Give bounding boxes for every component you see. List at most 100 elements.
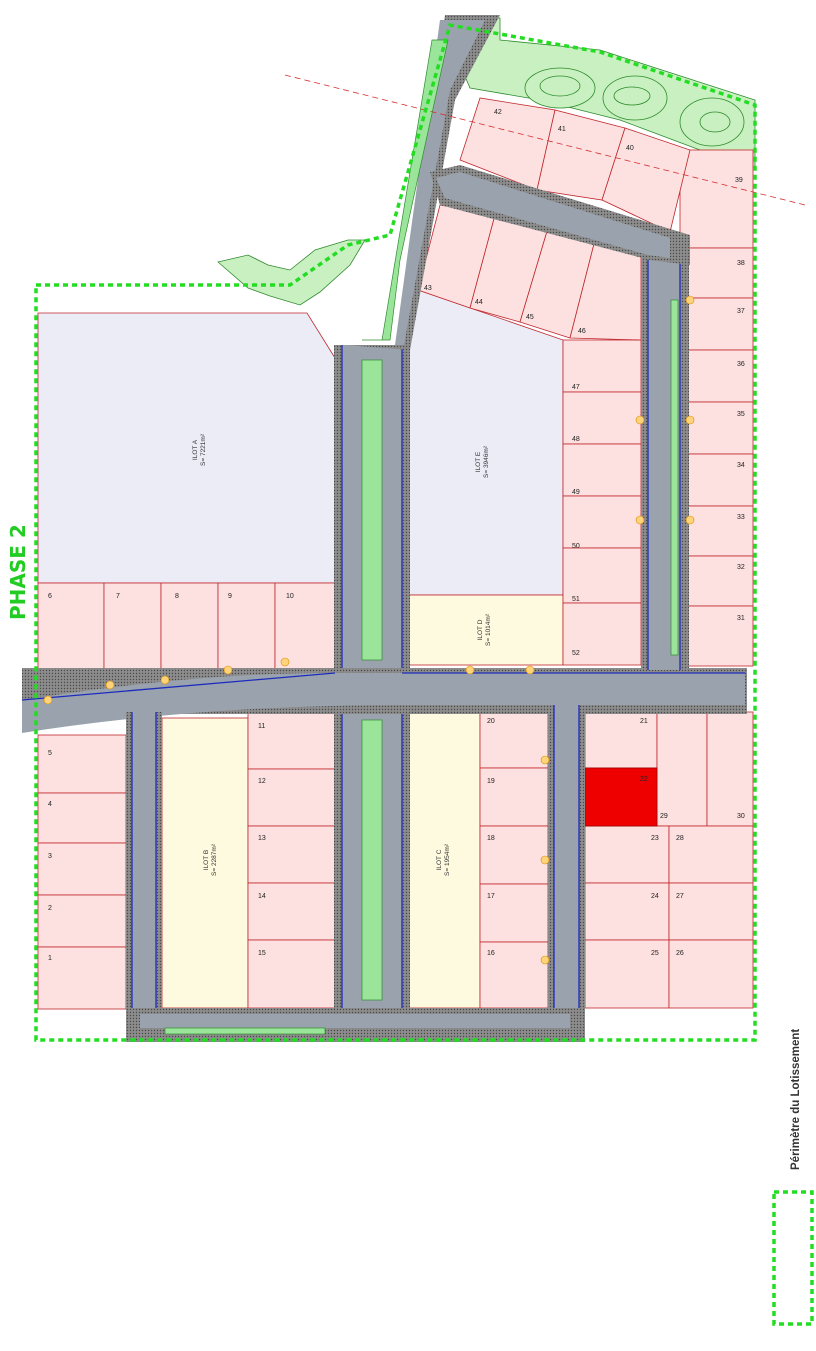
lot-number: 33 bbox=[737, 514, 745, 521]
ilot-d bbox=[407, 594, 564, 666]
lot-20 bbox=[479, 707, 549, 769]
lot-number: 24 bbox=[651, 893, 659, 900]
lot-number: 34 bbox=[737, 462, 745, 469]
lot-number: 19 bbox=[487, 778, 495, 785]
legend-label: Périmètre du Lotissement bbox=[790, 1029, 802, 1170]
lot-number: 26 bbox=[676, 950, 684, 957]
lot-number: 48 bbox=[572, 436, 580, 443]
lot-number: 11 bbox=[258, 723, 265, 730]
lot-50 bbox=[562, 495, 642, 549]
lot-40 bbox=[601, 127, 691, 233]
lot-2 bbox=[37, 894, 127, 948]
lot-number: 7 bbox=[116, 593, 120, 600]
lot-number: 20 bbox=[487, 718, 495, 725]
lot-number: 42 bbox=[494, 109, 502, 116]
lot-37 bbox=[687, 297, 754, 351]
lot-number: 36 bbox=[737, 361, 745, 368]
lot-number: 37 bbox=[737, 308, 745, 315]
road-network bbox=[21, 15, 747, 1042]
lot-number: 23 bbox=[651, 835, 659, 842]
lot-27 bbox=[668, 882, 754, 941]
lot-number: 18 bbox=[487, 835, 495, 842]
lot-9 bbox=[217, 582, 276, 679]
ilot-labels: ILOT A S= 7221m² ILOT B S= 2287m² ILOT C… bbox=[192, 433, 492, 876]
lot-17 bbox=[479, 883, 549, 943]
lot-33 bbox=[687, 505, 754, 557]
ilot-a-name: ILOT A bbox=[192, 439, 199, 460]
lot-number: 17 bbox=[487, 893, 495, 900]
lot-number: 35 bbox=[737, 411, 745, 418]
ilot-d-name: ILOT D bbox=[477, 619, 484, 640]
lot-number: 16 bbox=[487, 950, 495, 957]
lot-48 bbox=[562, 391, 642, 445]
lot-number: 21 bbox=[640, 718, 648, 725]
lot-number: 5 bbox=[48, 750, 52, 757]
lot-number: 46 bbox=[578, 328, 586, 335]
lot-number: 8 bbox=[175, 593, 179, 600]
lot-number: 2 bbox=[48, 905, 52, 912]
ilot-a bbox=[37, 312, 336, 584]
lot-number: 50 bbox=[572, 543, 580, 550]
lot-11 bbox=[247, 711, 336, 770]
lot-number: 43 bbox=[424, 285, 432, 292]
ilot-e-area: S= 3946m² bbox=[483, 445, 490, 478]
lot-number: 40 bbox=[626, 145, 634, 152]
lot-35 bbox=[687, 401, 754, 455]
lot-38 bbox=[679, 247, 754, 299]
lot-24 bbox=[584, 882, 670, 941]
ilot-b-name: ILOT B bbox=[203, 850, 210, 870]
lot-number: 3 bbox=[48, 853, 52, 860]
lot-number: 30 bbox=[737, 813, 745, 820]
lot-number: 27 bbox=[676, 893, 684, 900]
lot-number: 41 bbox=[558, 126, 566, 133]
trees bbox=[43, 295, 695, 965]
lot-25 bbox=[584, 939, 670, 1009]
lot-number: 52 bbox=[572, 650, 580, 657]
lot-30 bbox=[706, 711, 754, 827]
lot-22-highlighted bbox=[584, 767, 658, 827]
ilot-d-area: S= 1014m² bbox=[485, 613, 492, 646]
lot-number: 1 bbox=[48, 955, 52, 962]
lot-number: 32 bbox=[737, 564, 745, 571]
lot-number: 49 bbox=[572, 489, 580, 496]
lot-number: 6 bbox=[48, 593, 52, 600]
lot-14 bbox=[247, 882, 336, 941]
lot-number: 51 bbox=[572, 596, 580, 603]
lot-number: 10 bbox=[286, 593, 294, 600]
lot-number: 39 bbox=[735, 177, 743, 184]
lot-number: 12 bbox=[258, 778, 266, 785]
lot-number: 31 bbox=[737, 615, 745, 622]
lot-4 bbox=[37, 792, 127, 844]
lot-51 bbox=[562, 547, 642, 604]
ilot-a-area: S= 7221m² bbox=[200, 433, 207, 466]
lot-number: 47 bbox=[572, 384, 580, 391]
lot-52 bbox=[562, 602, 642, 666]
lot-5 bbox=[37, 734, 127, 794]
phase-label: PHASE 2 bbox=[6, 524, 30, 620]
legend: Périmètre du Lotissement bbox=[772, 1029, 814, 1326]
lot-numbers: 1 2 3 4 5 6 7 8 9 10 11 12 13 14 15 16 1… bbox=[48, 109, 745, 962]
lot-28 bbox=[668, 825, 754, 884]
ilot-b-area: S= 2287m² bbox=[211, 843, 218, 876]
lot-15 bbox=[247, 939, 336, 1009]
lot-number: 44 bbox=[475, 299, 483, 306]
ilot-e-name: ILOT E bbox=[475, 451, 482, 472]
lot-39 bbox=[679, 149, 754, 249]
lot-number: 9 bbox=[228, 593, 232, 600]
lot-16 bbox=[479, 941, 549, 1009]
lot-36 bbox=[687, 349, 754, 403]
lot-number: 38 bbox=[737, 260, 745, 267]
lot-number: 14 bbox=[258, 893, 266, 900]
ilot-c bbox=[407, 707, 481, 1009]
legend-perimeter-swatch bbox=[772, 1190, 814, 1326]
lot-8 bbox=[160, 582, 219, 684]
lot-number: 22 bbox=[640, 776, 648, 783]
lot-number: 29 bbox=[660, 813, 668, 820]
lot-number: 45 bbox=[526, 314, 534, 321]
lot-number: 28 bbox=[676, 835, 684, 842]
lot-number: 4 bbox=[48, 801, 52, 808]
green-space bbox=[457, 17, 756, 169]
lot-12 bbox=[247, 768, 336, 827]
ilot-c-area: S= 1954m² bbox=[444, 843, 451, 876]
